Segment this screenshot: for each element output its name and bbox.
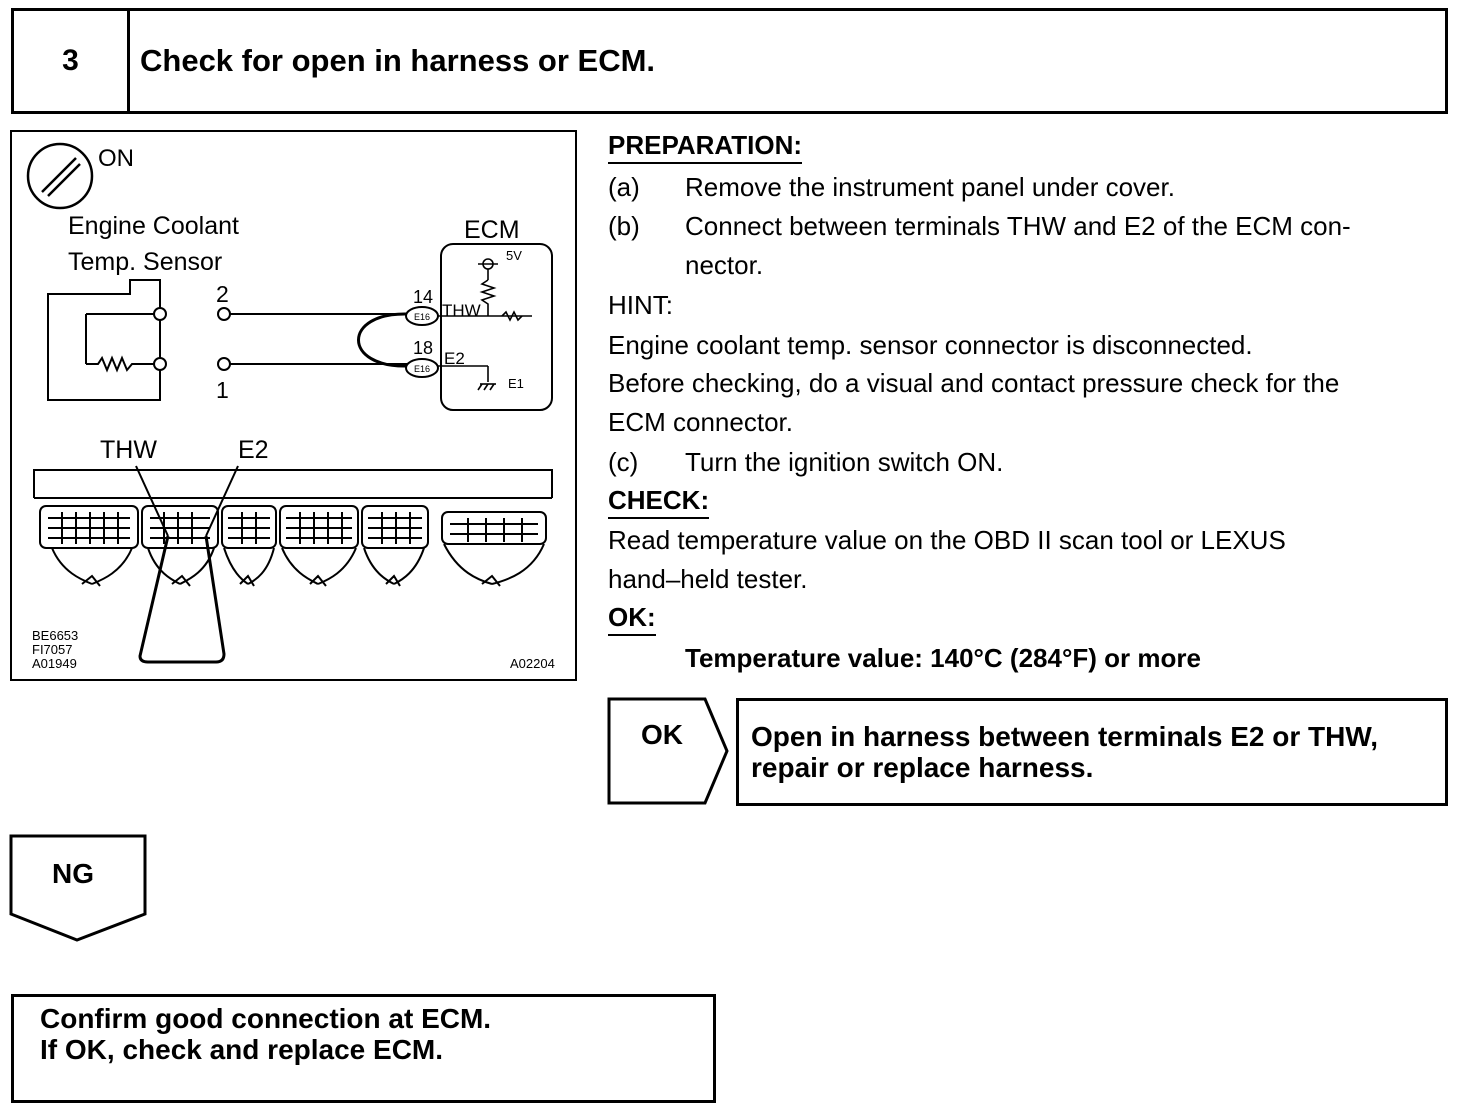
ok-result-text: Open in harness between terminals E2 or … xyxy=(751,721,1378,783)
figure-code-2: FI7057 xyxy=(32,642,72,657)
check-heading: CHECK: xyxy=(608,485,710,519)
figure-code-1: BE6653 xyxy=(32,628,78,643)
coolant-sensor-symbol xyxy=(47,279,167,401)
ng-arrow-label: NG xyxy=(52,858,94,889)
connector-label-thw: THW xyxy=(100,436,157,464)
sensor-label-line1: Engine Coolant xyxy=(68,212,239,240)
ng-result-text: Confirm good connection at ECM. If OK, c… xyxy=(40,1003,491,1065)
step-c-label: (c) xyxy=(608,447,639,477)
terminal-top-label: 2 xyxy=(216,281,229,307)
hint-line-2: Before checking, do a visual and contact… xyxy=(608,368,1340,398)
harness-wires xyxy=(217,307,409,371)
pin-e2-number: 18 xyxy=(413,338,433,358)
prep-step-b-label: (b) xyxy=(608,211,640,241)
wiring-diagram-svg: ON Engine Coolant Temp. Sensor ECM 2 1 xyxy=(26,142,555,671)
ecm-connector-drawing xyxy=(33,465,553,664)
ecm-internal-circuit xyxy=(438,258,532,391)
ecm-box xyxy=(440,243,553,411)
figure-code-right: A02204 xyxy=(510,656,555,671)
preparation-heading: PREPARATION: xyxy=(608,130,803,164)
sensor-label-line2: Temp. Sensor xyxy=(68,248,222,276)
step-number: 3 xyxy=(14,11,130,111)
terminal-bottom-label: 1 xyxy=(216,377,229,403)
ok-result-box: Open in harness between terminals E2 or … xyxy=(736,698,1448,806)
ok-arrow-label: OK xyxy=(641,719,683,750)
prep-step-a-text: Remove the instrument panel under cover. xyxy=(685,172,1175,202)
ground-label: E1 xyxy=(508,376,524,391)
step-c-text: Turn the ignition switch ON. xyxy=(685,447,1004,477)
connector-code-thw: E16 xyxy=(414,312,430,322)
prep-step-b-text: Connect between terminals THW and E2 of … xyxy=(685,211,1351,241)
check-line-1: Read temperature value on the OBD II sca… xyxy=(608,525,1286,555)
wiring-diagram: ON Engine Coolant Temp. Sensor ECM 2 1 xyxy=(10,130,577,681)
prep-step-a-label: (a) xyxy=(608,172,640,202)
connector-code-e2: E16 xyxy=(414,364,430,374)
ok-result-line-2: repair or replace harness. xyxy=(751,752,1094,783)
pin-e2-label: E2 xyxy=(444,349,465,368)
ok-arrow-shape xyxy=(607,697,729,805)
ignition-key-icon xyxy=(26,142,94,210)
ok-spec: Temperature value: 140°C (284°F) or more xyxy=(685,643,1201,673)
ng-result-line-2: If OK, check and replace ECM. xyxy=(40,1034,444,1065)
prep-step-b-text-cont: nector. xyxy=(685,250,764,280)
pin-thw-label: THW xyxy=(442,301,481,320)
ecm-label: ECM xyxy=(464,216,520,244)
step-title: Check for open in harness or ECM. xyxy=(140,43,656,78)
connector-label-e2: E2 xyxy=(238,436,269,464)
pin-thw-number: 14 xyxy=(413,287,433,307)
ng-arrow: NG xyxy=(9,834,149,942)
ng-arrow-shape xyxy=(9,834,147,942)
ng-result-line-1: Confirm good connection at ECM. xyxy=(40,1003,492,1034)
voltage-label: 5V xyxy=(506,248,522,263)
ok-result-line-1: Open in harness between terminals E2 or … xyxy=(751,721,1379,752)
step-header: 3 Check for open in harness or ECM. xyxy=(11,8,1448,114)
hint-line-1: Engine coolant temp. sensor connector is… xyxy=(608,330,1253,360)
ignition-label: ON xyxy=(98,145,134,172)
figure-code-3: A01949 xyxy=(32,656,77,671)
check-line-2: hand–held tester. xyxy=(608,564,808,594)
ng-result-box: Confirm good connection at ECM. If OK, c… xyxy=(11,994,716,1103)
hint-line-3: ECM connector. xyxy=(608,407,793,437)
ecm-connector-pins xyxy=(405,306,439,378)
ok-arrow: OK xyxy=(607,697,731,805)
hint-heading: HINT: xyxy=(608,290,673,320)
ok-heading: OK: xyxy=(608,602,656,636)
